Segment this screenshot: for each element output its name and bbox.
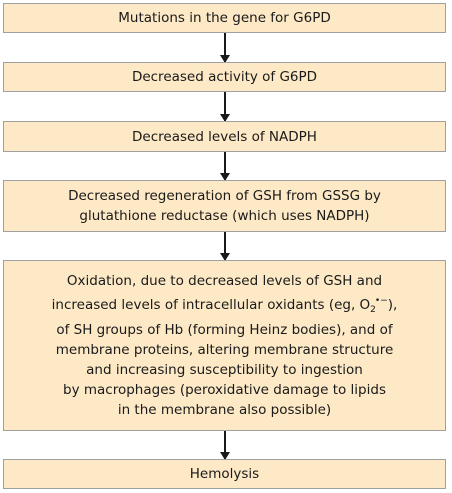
arrow-5	[220, 431, 230, 460]
step-text-line-2: glutathione reductase (which uses NADPH)	[79, 208, 370, 224]
arrow-1	[220, 33, 230, 63]
step-text-line-6: by macrophages (peroxidative damage to l…	[63, 382, 386, 398]
arrow-4	[220, 232, 230, 261]
flow-step-decreased-activity: Decreased activity of G6PD	[3, 62, 446, 92]
flow-step-hemolysis: Hemolysis	[3, 459, 446, 489]
step-text-line-1: Oxidation, due to decreased levels of GS…	[66, 273, 383, 289]
step-text: Hemolysis	[189, 466, 260, 482]
flow-step-decreased-regeneration: Decreased regeneration of GSH from GSSG …	[3, 180, 446, 232]
flow-step-decreased-nadph: Decreased levels of NADPH	[3, 121, 446, 152]
oxidants-text: increased levels of intracellular oxidan…	[51, 297, 371, 313]
flow-step-oxidation: Oxidation, due to decreased levels of GS…	[3, 260, 446, 431]
step-text-line-3: of SH groups of Hb (forming Heinz bodies…	[56, 322, 393, 338]
arrow-3	[220, 152, 230, 181]
step-text-line-4: membrane proteins, altering membrane str…	[55, 342, 394, 358]
step-text-line-2: increased levels of intracellular oxidan…	[52, 291, 398, 320]
arrow-2	[220, 92, 230, 122]
oxidants-text-end: ),	[387, 297, 398, 313]
flow-step-mutations: Mutations in the gene for G6PD	[3, 3, 446, 33]
step-text: Mutations in the gene for G6PD	[118, 10, 331, 26]
superoxide-superscript: •−	[374, 296, 388, 306]
step-text: Decreased levels of NADPH	[132, 128, 317, 145]
step-text-line-5: and increasing susceptibility to ingesti…	[86, 362, 363, 378]
step-text-line-1: Decreased regeneration of GSH from GSSG …	[68, 188, 381, 204]
step-text: Decreased activity of G6PD	[131, 69, 318, 85]
step-text-line-7: in the membrane also possible)	[117, 402, 332, 418]
superoxide-subscript: 2	[370, 305, 376, 315]
